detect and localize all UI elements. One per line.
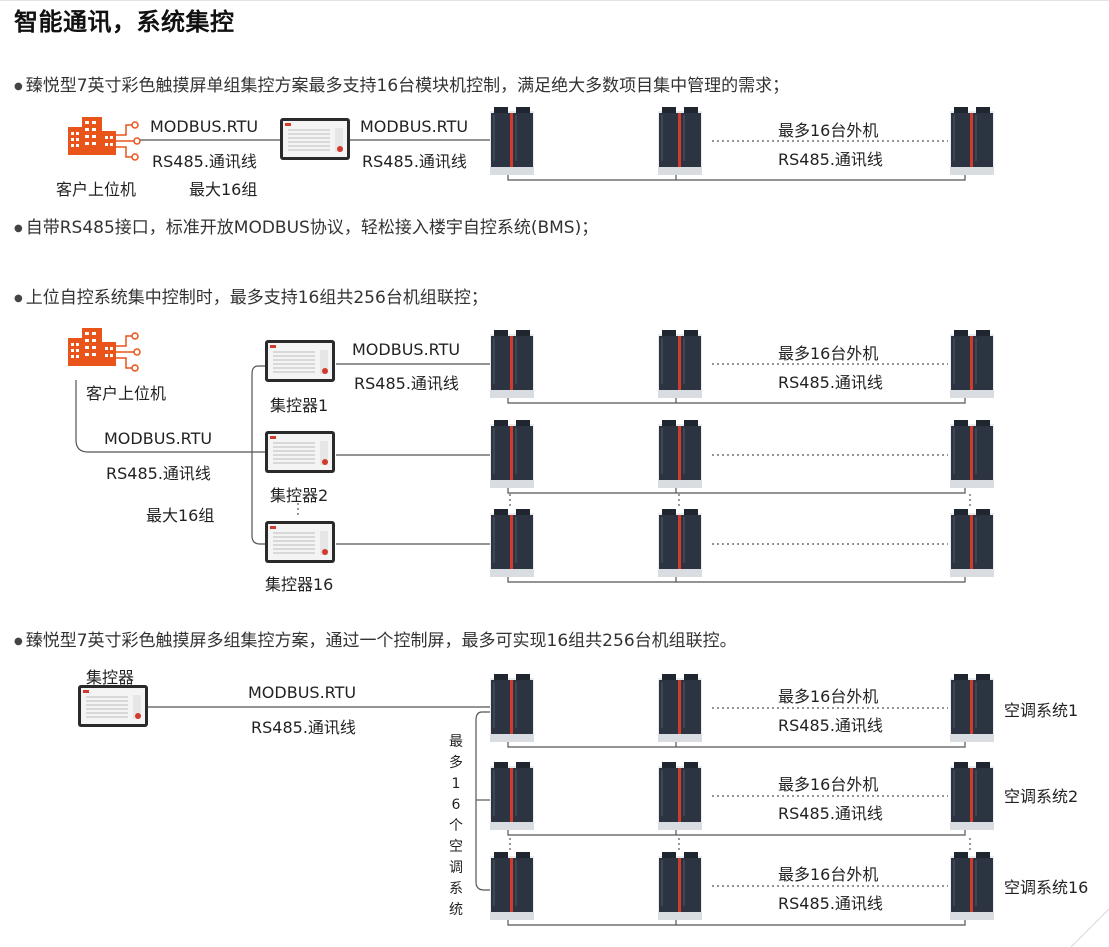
vertical-systems-label: 最多16个空调系统 [449, 734, 463, 918]
max-units-label: 最多16台外机 [778, 775, 879, 794]
max-groups-label: 最大16组 [146, 506, 215, 525]
cable-label: RS485.通讯线 [778, 373, 883, 392]
outdoor-unit-icon [490, 509, 534, 577]
bullet-3: 上位自控系统集中控制时，最多支持16组共256台机组联控； [14, 283, 488, 308]
system-16-label: 空调系统16 [1004, 878, 1089, 897]
touch-controller-icon [77, 684, 149, 728]
outdoor-unit-icon [658, 107, 702, 175]
diagram-1 [138, 139, 966, 181]
protocol-label: MODBUS.RTU [352, 340, 461, 359]
outdoor-unit-icon [950, 509, 994, 577]
outdoor-unit-icon [658, 674, 702, 742]
outdoor-unit-icon [950, 762, 994, 830]
outdoor-unit-icon [658, 762, 702, 830]
outdoor-unit-icon [490, 107, 534, 175]
controller-1-label: 集控器1 [270, 396, 329, 415]
controller-label: 集控器 [86, 668, 135, 687]
protocol-label: MODBUS.RTU [248, 683, 357, 702]
max-units-label: 最多16台外机 [778, 687, 879, 706]
cable-label: RS485.通讯线 [778, 716, 883, 735]
cable-label: RS485.通讯线 [354, 374, 459, 393]
max-units-label: 最多16台外机 [778, 344, 879, 363]
protocol-label: MODBUS.RTU [150, 117, 259, 136]
bullet-2: 自带RS485接口，标准开放MODBUS协议，轻松接入楼宇自控系统(BMS)； [14, 213, 598, 238]
controller-16-label: 集控器16 [265, 575, 334, 594]
max-groups-label: 最大16组 [189, 180, 258, 199]
diagram-2 [75, 363, 971, 583]
protocol-label: MODBUS.RTU [360, 117, 469, 136]
page-corner-decoration [1070, 908, 1109, 947]
outdoor-unit-icon [950, 330, 994, 398]
cable-label: RS485.通讯线 [778, 804, 883, 823]
max-units-label: 最多16台外机 [778, 121, 879, 140]
outdoor-unit-icon [490, 762, 534, 830]
cable-label: RS485.通讯线 [778, 150, 883, 169]
outdoor-unit-icon [490, 330, 534, 398]
protocol-label: MODBUS.RTU [104, 429, 213, 448]
touch-controller-icon [279, 117, 351, 161]
outdoor-unit-icon [950, 674, 994, 742]
controller-2-label: 集控器2 [270, 486, 329, 505]
outdoor-unit-icon [490, 852, 534, 920]
system-2-label: 空调系统2 [1004, 787, 1079, 806]
outdoor-unit-icon [490, 420, 534, 488]
cable-label: RS485.通讯线 [251, 718, 356, 737]
outdoor-unit-icon [490, 674, 534, 742]
outdoor-unit-icon [658, 420, 702, 488]
outdoor-unit-icon [658, 509, 702, 577]
bullet-1: 臻悦型7英寸彩色触摸屏单组集控方案最多支持16台模块机控制，满足绝大多数项目集中… [14, 71, 789, 96]
building-network-icon [67, 116, 141, 161]
touch-controller-icon [264, 520, 336, 564]
building-network-icon [67, 327, 141, 372]
page-title: 智能通讯，系统集控 [14, 8, 235, 36]
cable-label: RS485.通讯线 [106, 464, 211, 483]
outdoor-unit-icon [658, 852, 702, 920]
cable-label: RS485.通讯线 [152, 152, 257, 171]
outdoor-unit-icon [950, 852, 994, 920]
cable-label: RS485.通讯线 [778, 894, 883, 913]
outdoor-unit-icon [950, 420, 994, 488]
touch-controller-icon [264, 339, 336, 383]
diagram-3 [148, 706, 971, 926]
cable-label: RS485.通讯线 [362, 152, 467, 171]
host-label: 客户上位机 [86, 384, 167, 403]
bullet-4: 臻悦型7英寸彩色触摸屏多组集控方案，通过一个控制屏，最多可实现16组共256台机… [14, 626, 737, 651]
outdoor-unit-icon [658, 330, 702, 398]
system-1-label: 空调系统1 [1004, 701, 1079, 720]
touch-controller-icon [264, 430, 336, 474]
outdoor-unit-icon [950, 107, 994, 175]
max-units-label: 最多16台外机 [778, 865, 879, 884]
host-label: 客户上位机 [56, 180, 137, 199]
